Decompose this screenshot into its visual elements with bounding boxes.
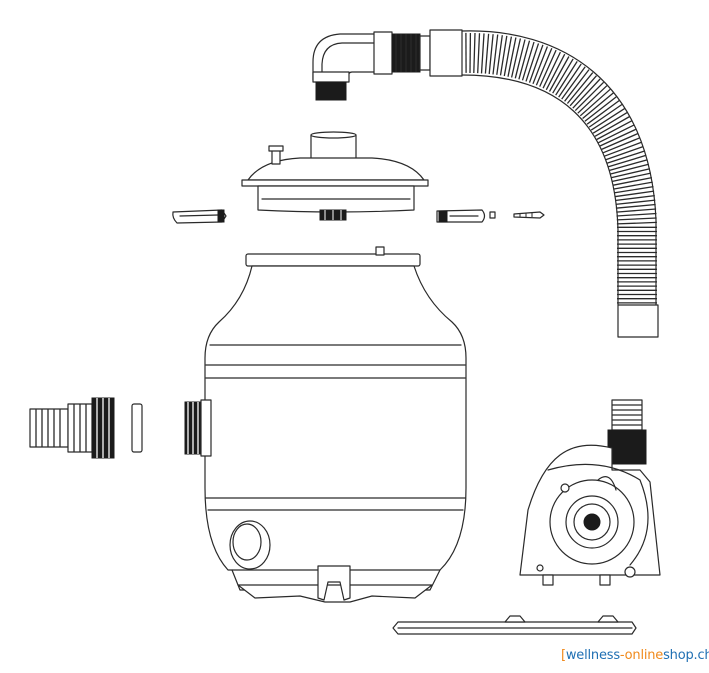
hose-rib: [604, 141, 643, 157]
hose-rib: [602, 137, 641, 154]
hose-rib: [582, 92, 614, 119]
hose-rib: [596, 120, 633, 141]
hose-rib: [592, 111, 628, 134]
hose-rib: [564, 69, 590, 102]
o-ring-seal: [131, 403, 143, 453]
hose-rib: [616, 217, 657, 221]
hose-rib: [535, 48, 553, 86]
hose-rib: [615, 199, 656, 206]
hose-rib: [605, 145, 644, 161]
hose-rib: [615, 203, 656, 209]
hose-rib: [558, 63, 582, 98]
hose-rib: [616, 212, 657, 217]
hose-rib: [545, 53, 566, 91]
hose-rib: [503, 36, 513, 77]
hose-rib: [601, 132, 639, 150]
hose-rib: [514, 39, 526, 79]
hose-rib: [577, 85, 608, 114]
hose-rib: [572, 78, 601, 109]
hose-rib: [614, 190, 655, 198]
hose-rib: [616, 221, 657, 225]
hose-rib: [473, 32, 476, 74]
hose-rib: [532, 46, 549, 85]
hose-rib: [569, 75, 597, 107]
lid-clamp-right: [436, 209, 486, 223]
watermark-online: -online: [619, 648, 664, 663]
hose-rib: [606, 150, 646, 164]
hose-rib: [496, 35, 503, 75]
hose-rib: [616, 208, 657, 213]
hose-rib: [484, 33, 490, 74]
hose-rib: [599, 128, 637, 147]
pump-base-plate: [392, 615, 637, 635]
hose-rib: [588, 103, 623, 128]
hose-rib: [528, 44, 544, 83]
watermark-bracket-open: [: [561, 648, 566, 663]
clamp-nut: [489, 211, 496, 219]
hose-rib: [615, 194, 655, 202]
hose-rib: [613, 185, 654, 194]
hose-rib: [510, 38, 522, 78]
hose-rib: [574, 81, 605, 112]
hose-rib: [561, 66, 586, 100]
watermark-shop: shop.ch: [663, 648, 709, 663]
filter-tank: [204, 246, 467, 603]
hose-rib: [552, 58, 574, 94]
hose-rib: [507, 37, 517, 77]
hose-rib: [584, 96, 617, 122]
hose-rib: [611, 172, 652, 183]
hose-rib: [613, 181, 653, 190]
hose-rib: [594, 115, 631, 137]
elbow-connector: [312, 29, 463, 101]
hose-rib: [499, 35, 508, 76]
watermark: [wellness-onlineshop.ch]: [561, 648, 709, 663]
hose-rib: [608, 159, 648, 172]
hose-rib: [525, 43, 540, 82]
hose-adapter: [29, 397, 115, 459]
hose-rib: [612, 176, 653, 186]
hose-rib: [518, 40, 531, 80]
hose-rib: [521, 41, 535, 81]
hose-rib: [555, 61, 578, 96]
hose-rib: [492, 34, 499, 75]
hose-rib: [607, 154, 647, 168]
filter-lid: [241, 131, 429, 221]
hose-rib: [477, 33, 481, 74]
hose-rib: [579, 88, 611, 117]
hose-rib: [586, 99, 620, 125]
watermark-wellness: wellness: [565, 648, 620, 663]
hose-rib: [609, 163, 649, 175]
hose-rib: [590, 107, 626, 131]
hose-rib: [488, 34, 494, 75]
lid-clamp-left: [172, 209, 227, 224]
hose-rib: [542, 51, 561, 89]
hose-rib: [598, 124, 635, 144]
hose-rib: [548, 56, 570, 92]
pump: [519, 399, 661, 586]
hose-rib: [566, 72, 594, 104]
hose-rib: [610, 168, 651, 179]
hose-rib: [539, 49, 557, 87]
flexible-hose: [461, 30, 659, 338]
clamp-screw: [513, 211, 545, 219]
hose-rib: [480, 33, 485, 74]
tank-outlet-thread: [184, 399, 212, 457]
